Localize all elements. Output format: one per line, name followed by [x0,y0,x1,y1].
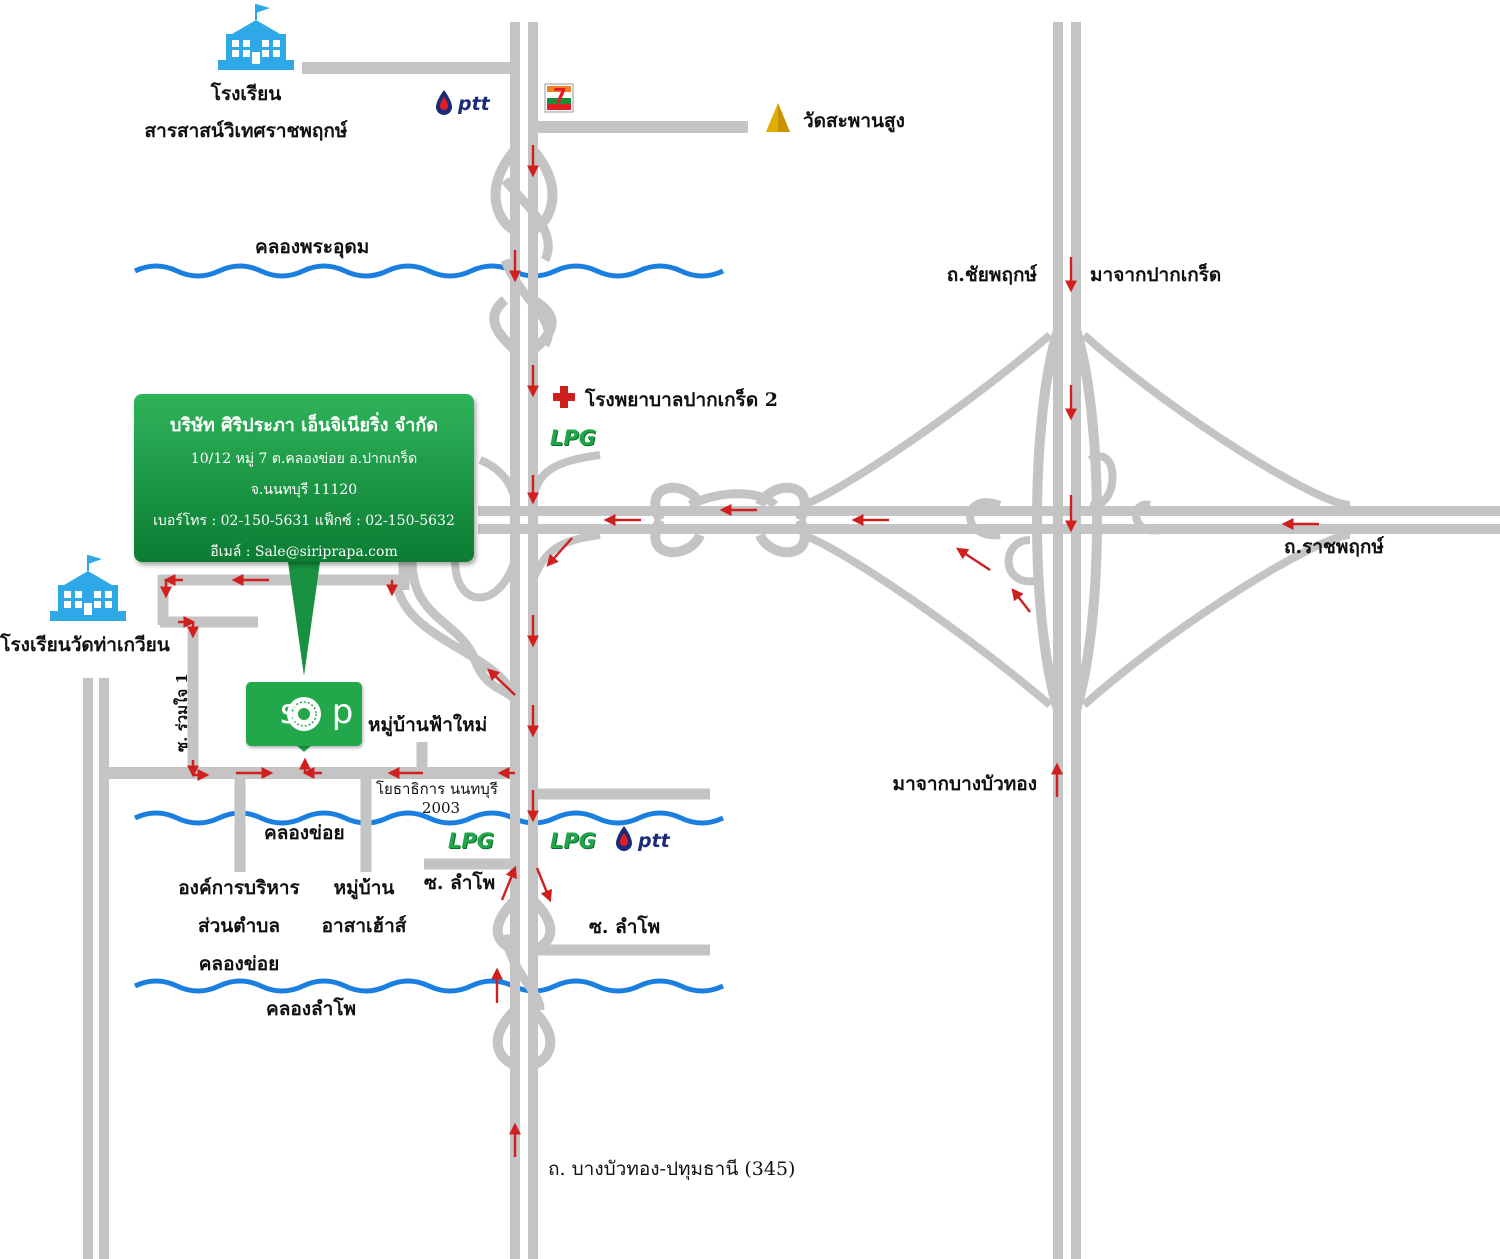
interchanges [489,146,1351,1070]
ptt-logo-icon [616,826,632,851]
label-ratchaphruek-road: ถ.ราชพฤกษ์ [1284,536,1384,558]
river-lampho [133,978,725,994]
spe-logo-icon [287,697,321,731]
label-canal-khlong-khoi: คลองข่อย [264,822,345,844]
logo-pointer [296,745,312,752]
company-province: จ.นนทบุรี 11120 [250,482,358,498]
label-canal-lampho: คลองลำโพ [266,998,357,1020]
lpg-logo-icon: LPG [448,829,495,853]
company-email: อีเมล์ : Sale@siriprapa.com [210,544,398,560]
label-hospital: โรงพยาบาลปากเกร็ด 2 [585,389,778,411]
company-address: 10/12 หมู่ 7 ต.คลองข่อย อ.ปากเกร็ด [190,451,418,467]
company-name: บริษัท ศิริประภา เอ็นจิเนียริ่ง จำกัด [170,415,438,436]
label-yotha-line2: 2003 [421,799,461,817]
company-logo: spe [246,682,443,746]
callout-pointer [288,562,320,676]
label-obt-line3: คลองข่อย [198,953,280,975]
ptt-logo-text: ptt [458,93,490,115]
river-khlong-khoi [133,810,725,826]
hospital-cross-icon [553,386,575,408]
label-school-1-line2: สารสาสน์วิเทศราชพฤกษ์ [144,120,348,142]
label-chaiyaphruek-road: ถ.ชัยพฤกษ์ [946,264,1037,286]
ptt-logo-text: ptt [638,830,670,852]
label-wat: วัดสะพานสูง [803,110,905,132]
ptt-logo-icon [436,90,452,115]
label-from-bangbuathong: มาจากบางบัวทอง [892,773,1037,795]
label-from-pakkret: มาจากปากเกร็ด [1090,264,1222,286]
label-canal-phra-udom: คลองพระอุดม [255,236,370,258]
river-phra-udom [133,263,725,279]
label-school-2: โรงเรียนวัดท่าเกวียน [0,634,170,656]
company-logo-text: spe [280,692,443,732]
label-soi-lampho-left: ซ. ลำโพ [424,872,496,894]
company-phone: เบอร์โทร : 02-150-5631 แฟ็กซ์ : 02-150-5… [153,513,455,529]
lpg-logo-icon: LPG [550,829,597,853]
label-soi-ruamjai: ซ. ร่วมใจ 1 [173,673,191,752]
seven-eleven-text: 7 [553,84,567,108]
label-obt-line1: องค์การบริหาร [178,877,300,899]
label-obt-line2: ส่วนตำบล [198,915,280,937]
seven-eleven-icon [544,83,574,113]
label-soi-lampho-right: ซ. ลำโพ [589,916,661,938]
lpg-logo-icon: LPG [550,426,597,450]
label-road-345: ถ. บางบัวทอง-ปทุมธานี (345) [548,1158,796,1180]
direction-arrow-icon [160,145,1319,1157]
rivers [133,263,725,994]
label-asa-line1: หมู่บ้าน [333,877,395,899]
label-school-1-line1: โรงเรียน [210,83,282,105]
label-asa-line2: อาสาเฮ้าส์ [321,915,407,937]
school-icon [218,4,294,70]
label-village-fa-mai: หมู่บ้านฟ้าใหม่ [368,714,488,736]
label-yotha-line1: โยธาธิการ นนทบุรี [376,780,498,798]
company-info-callout: บริษัท ศิริประภา เอ็นจิเนียริ่ง จำกัด 10… [134,394,474,562]
school-icon [50,555,126,621]
wat-icon [766,103,790,132]
